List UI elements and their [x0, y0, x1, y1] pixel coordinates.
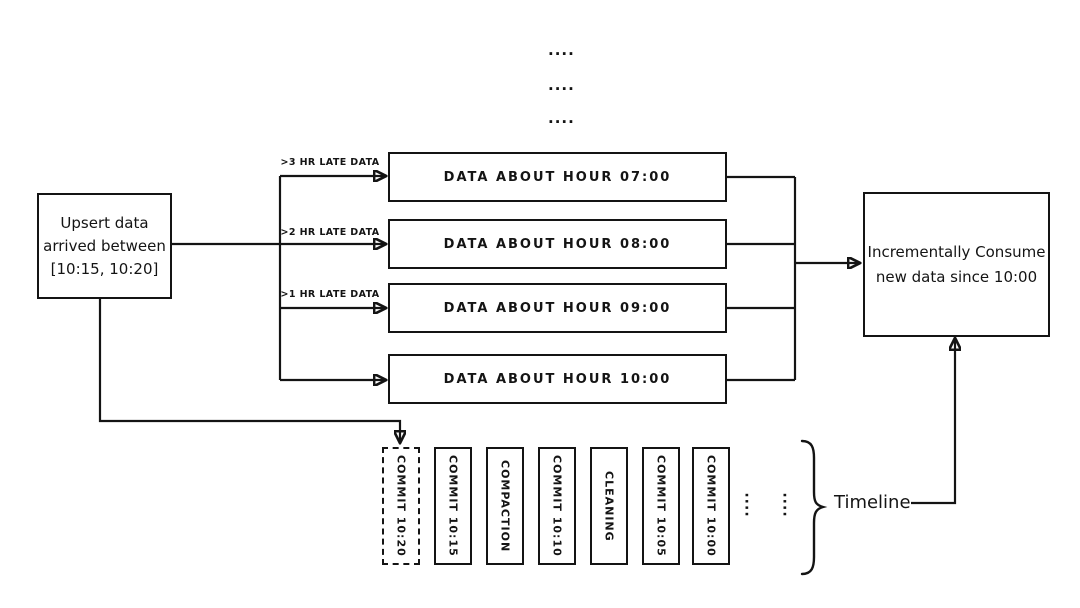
timeline-commit-1010-label: COMMIT 10:10 — [550, 455, 564, 557]
upsert-box: Upsert data arrived between [10:15, 10:2… — [37, 193, 172, 299]
arrow-upsert-to-timeline — [98, 295, 400, 442]
upsert-box-line: Upsert data — [60, 213, 149, 232]
data-hour-box-0900: DATA ABOUT HOUR 09:00 — [388, 283, 727, 333]
timeline-commit-1005: COMMIT 10:05 — [642, 447, 680, 565]
timeline-cleaning: CLEANING — [590, 447, 628, 565]
timeline-label: Timeline — [834, 492, 911, 513]
data-hour-box-1000: DATA ABOUT HOUR 10:00 — [388, 354, 727, 404]
consume-box-line: Incrementally Consume — [867, 242, 1046, 261]
data-hour-box-0800: DATA ABOUT HOUR 08:00 — [388, 219, 727, 269]
timeline-commit-1005-label: COMMIT 10:05 — [654, 455, 668, 557]
consume-box-line: new data since 10:00 — [875, 267, 1038, 286]
timeline-cleaning-label: CLEANING — [602, 470, 616, 542]
timeline-commit-1015: COMMIT 10:15 — [434, 447, 472, 565]
data-hour-box-0700: DATA ABOUT HOUR 07:00 — [388, 152, 727, 202]
late-data-label-1hr: >1 HR LATE DATA — [280, 289, 380, 300]
vertical-ellipsis-icon: ···· — [738, 492, 754, 518]
late-data-label-2hr: >2 HR LATE DATA — [280, 227, 380, 238]
consume-box: Incrementally Consume new data since 10:… — [863, 192, 1050, 337]
timeline-commit-1020-label: COMMIT 10:20 — [394, 455, 408, 557]
timeline-compaction: COMPACTION — [486, 447, 524, 565]
late-data-label-3hr: >3 HR LATE DATA — [280, 157, 380, 168]
timeline-commit-1015-label: COMMIT 10:15 — [446, 455, 460, 557]
ellipsis-row: .... — [548, 41, 575, 59]
arrow-timeline-to-consume — [911, 339, 955, 505]
timeline-commit-1020: COMMIT 10:20 — [382, 447, 420, 565]
ellipsis-row: .... — [548, 109, 575, 127]
timeline-commit-1000: COMMIT 10:00 — [692, 447, 730, 565]
ellipsis-row: .... — [548, 76, 575, 94]
vertical-ellipsis-icon: ···· — [776, 492, 792, 518]
upsert-box-line: arrived between — [43, 236, 166, 255]
upsert-box-line: [10:15, 10:20] — [50, 259, 159, 278]
timeline-brace — [800, 439, 828, 576]
timeline-commit-1000-label: COMMIT 10:00 — [704, 455, 718, 557]
timeline-commit-1010: COMMIT 10:10 — [538, 447, 576, 565]
timeline-compaction-label: COMPACTION — [498, 459, 512, 553]
